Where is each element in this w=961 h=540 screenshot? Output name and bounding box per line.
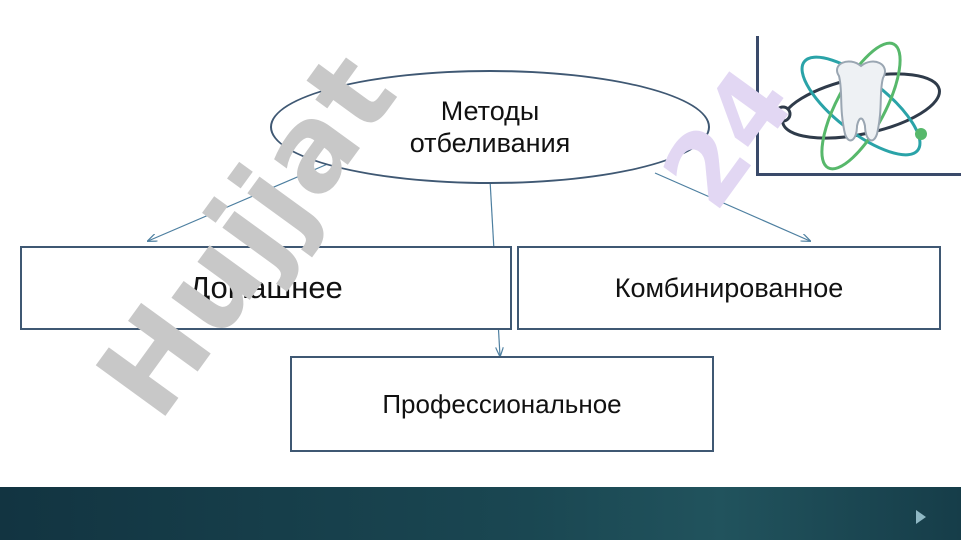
root-node-line2: отбеливания [409, 128, 571, 158]
play-arrow-icon [916, 510, 926, 524]
node-professional-label: Профессиональное [382, 388, 622, 419]
corner-logo-frame [756, 36, 961, 176]
node-home: Домашнее [20, 246, 512, 330]
node-combined-label: Комбинированное [614, 272, 844, 303]
node-home-label: Домашнее [189, 270, 343, 305]
node-combined: Комбинированное [517, 246, 941, 330]
arrow-to-home [148, 162, 331, 241]
tooth-atom-icon [774, 41, 941, 171]
root-node-line1: Методы [440, 96, 540, 126]
arrow-to-combined [654, 172, 810, 241]
root-node-methods: Методы отбеливания [270, 70, 710, 184]
node-professional: Профессиональное [290, 356, 714, 452]
footer-band [0, 487, 961, 540]
